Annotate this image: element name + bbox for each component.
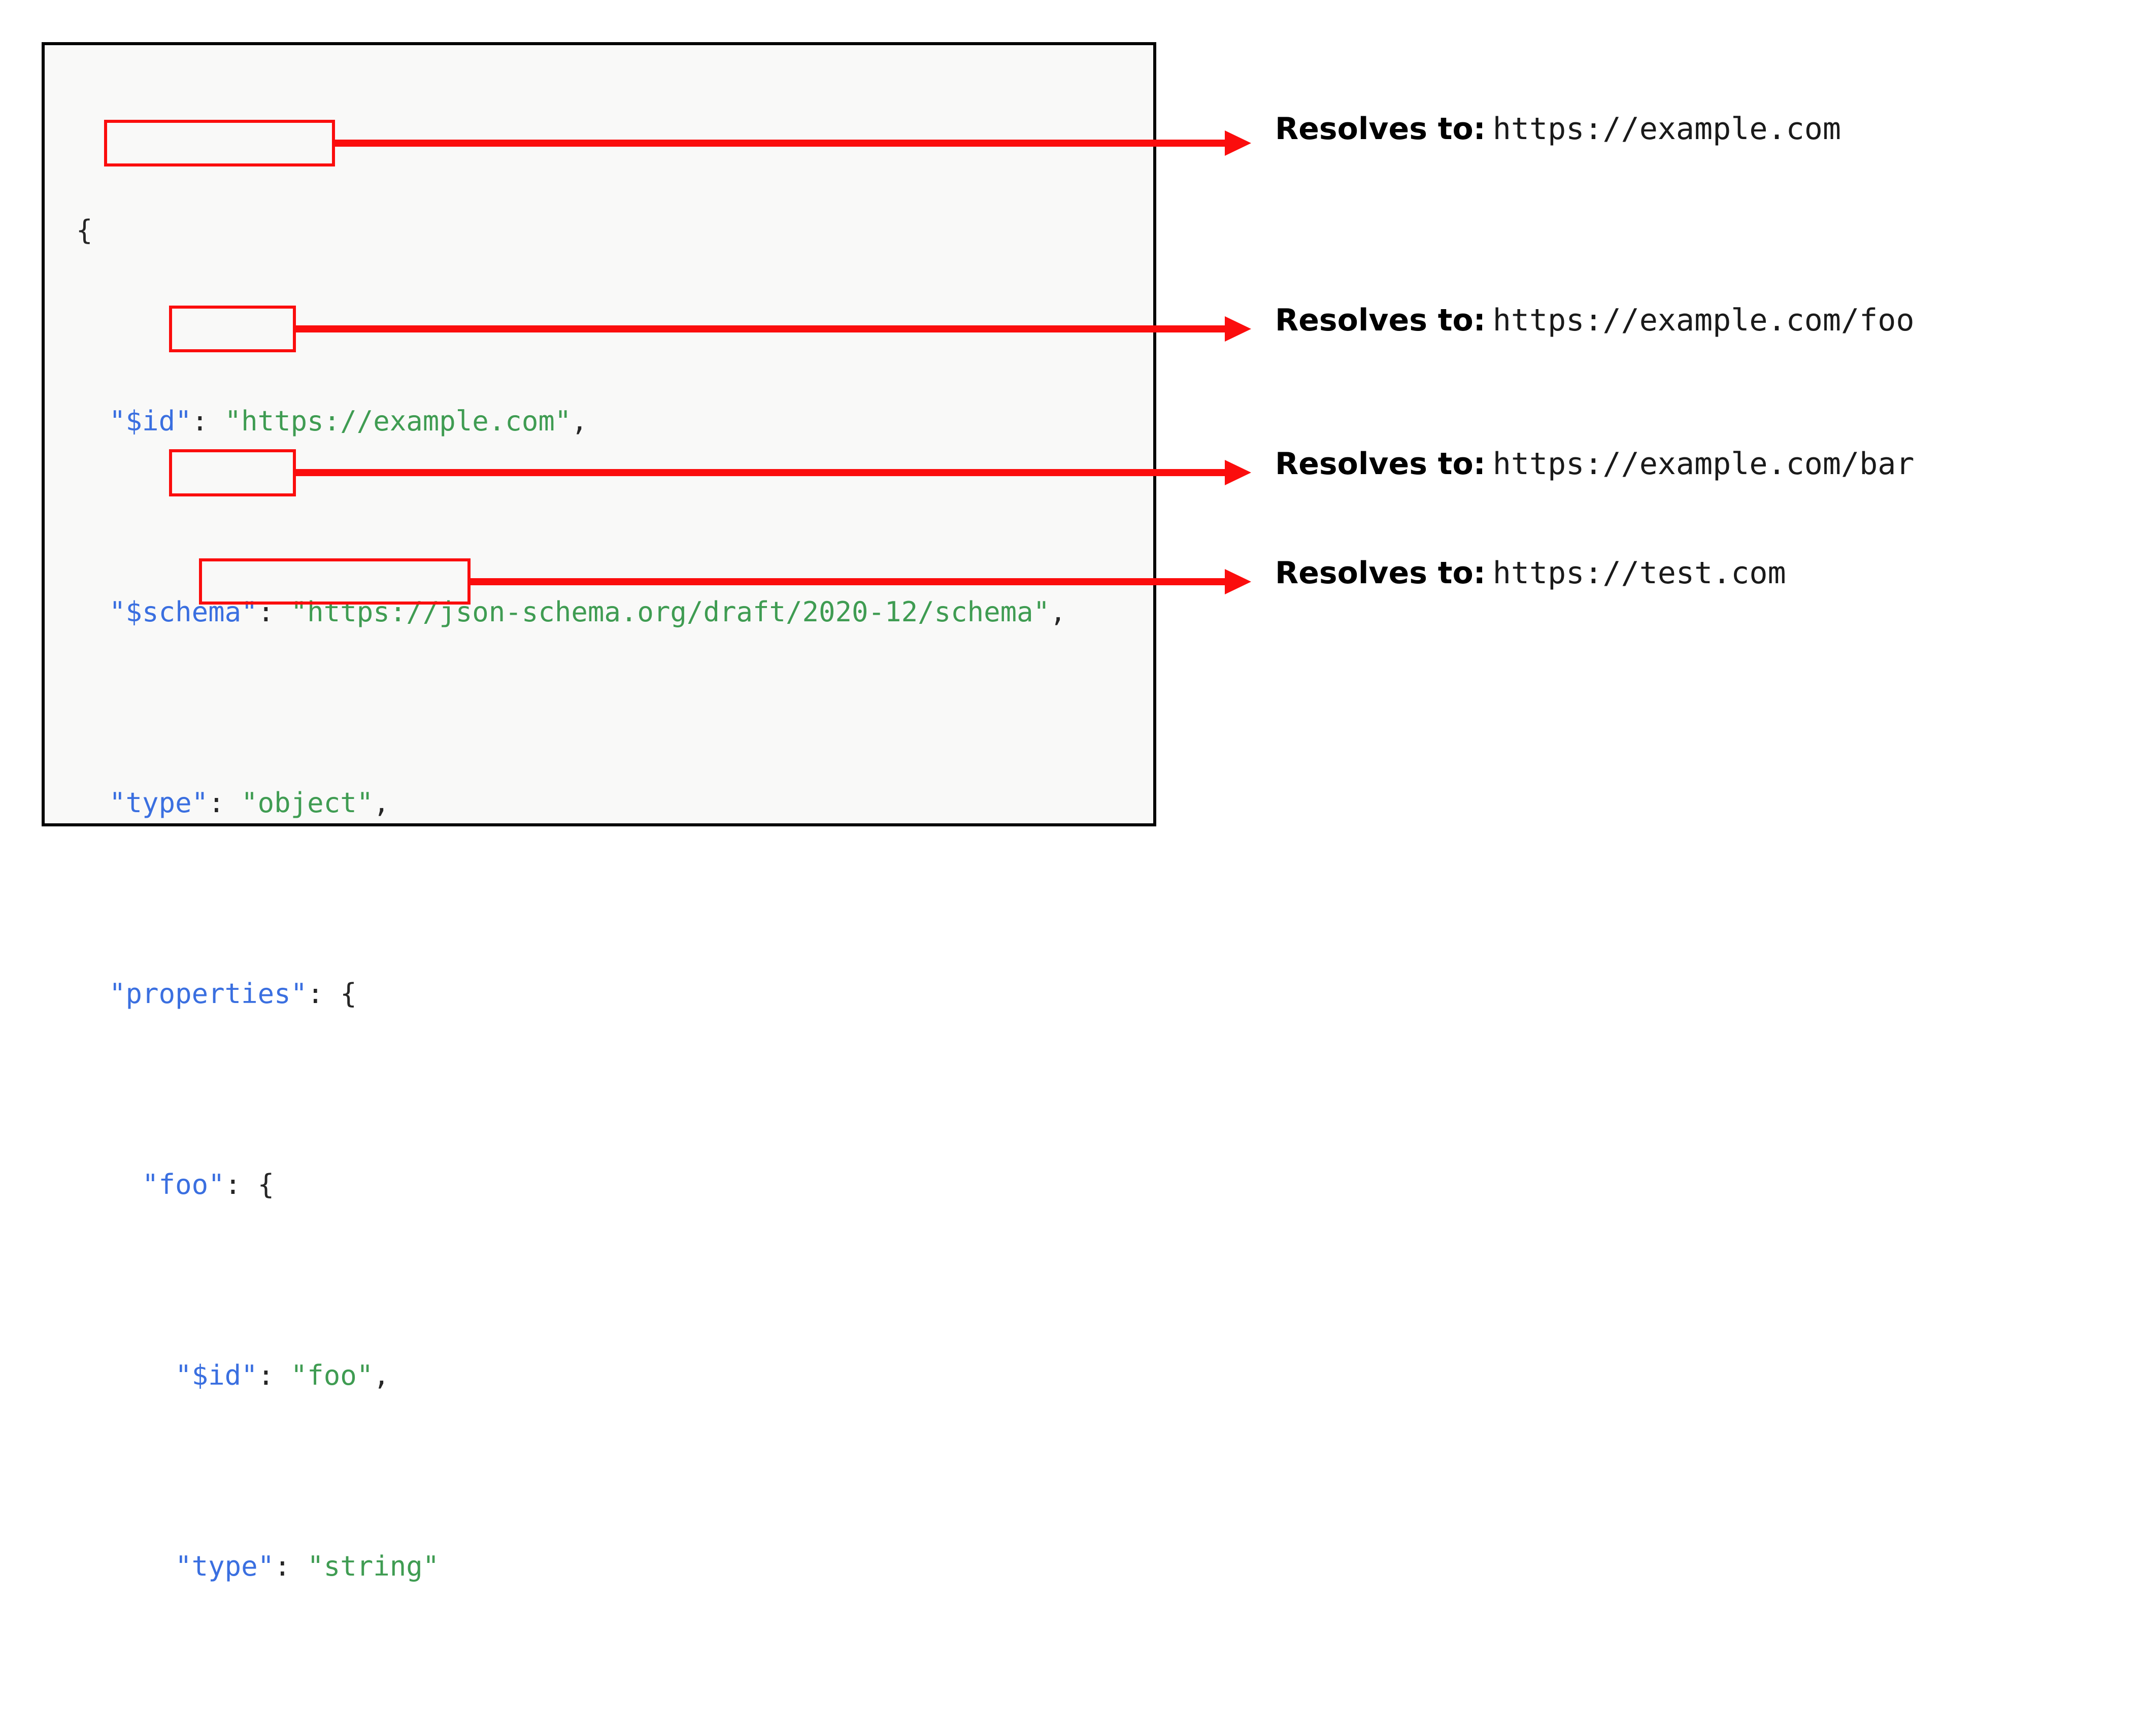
code-line: "$id": "foo", xyxy=(76,1352,1066,1399)
code-colon: : xyxy=(191,405,225,437)
code-line: "type": "string" xyxy=(76,1543,1066,1590)
arrow-shaft xyxy=(468,578,1225,585)
code-key: "$schema" xyxy=(109,596,258,628)
annotation-label: Resolves to: xyxy=(1275,555,1486,591)
code-key: "foo" xyxy=(142,1169,225,1200)
code-colon: : xyxy=(274,1550,308,1582)
code-string: "object" xyxy=(241,787,374,819)
code-listing: { "$id": "https://example.com", "$schema… xyxy=(76,63,1066,1736)
annotation-resolves-to-2: Resolves to:https://example.com/foo xyxy=(1275,305,1915,336)
code-colon: : xyxy=(257,596,291,628)
annotation-url: https://example.com xyxy=(1492,111,1841,147)
arrow-head-icon xyxy=(1225,316,1251,342)
code-key: "$id" xyxy=(175,1359,258,1391)
annotation-label: Resolves to: xyxy=(1275,303,1486,338)
code-key: "$id" xyxy=(109,405,192,437)
annotation-url: https://test.com xyxy=(1492,555,1786,591)
annotation-resolves-to-4: Resolves to:https://test.com xyxy=(1275,558,1786,588)
code-string: "https://example.com" xyxy=(224,405,572,437)
code-colon: : xyxy=(208,787,242,819)
code-line: "$id": "https://example.com", xyxy=(76,397,1066,445)
arrow-to-annotation-4 xyxy=(468,569,1251,594)
code-key: "type" xyxy=(109,787,209,819)
code-punct: { xyxy=(76,214,93,246)
code-line: "$schema": "https://json-schema.org/draf… xyxy=(76,588,1066,636)
code-key: "properties" xyxy=(109,978,308,1010)
annotation-url: https://example.com/bar xyxy=(1492,446,1915,482)
annotation-resolves-to-3: Resolves to:https://example.com/bar xyxy=(1275,449,1915,479)
code-key: "type" xyxy=(175,1550,275,1582)
arrow-to-annotation-2 xyxy=(293,316,1251,342)
code-line: "properties": { xyxy=(76,970,1066,1018)
arrow-head-icon xyxy=(1225,460,1251,485)
annotation-label: Resolves to: xyxy=(1275,446,1486,482)
code-line: { xyxy=(76,207,1066,254)
json-schema-code-block: { "$id": "https://example.com", "$schema… xyxy=(42,42,1156,1582)
arrow-head-icon xyxy=(1225,130,1251,156)
code-punct: { xyxy=(257,1169,275,1200)
code-colon: : xyxy=(257,1359,291,1391)
code-punct: , xyxy=(571,405,588,437)
code-line: "type": "object", xyxy=(76,779,1066,827)
arrow-to-annotation-3 xyxy=(293,460,1251,485)
code-string: "string" xyxy=(307,1550,440,1582)
code-string: "https://json-schema.org/draft/2020-12/s… xyxy=(290,596,1050,628)
arrow-shaft xyxy=(332,140,1225,147)
code-string: "foo" xyxy=(290,1359,374,1391)
code-punct: { xyxy=(340,978,357,1010)
annotation-resolves-to-1: Resolves to:https://example.com xyxy=(1275,114,1841,144)
code-colon: : xyxy=(224,1169,258,1200)
arrow-shaft xyxy=(293,469,1225,476)
arrow-shaft xyxy=(293,325,1225,332)
annotation-label: Resolves to: xyxy=(1275,111,1486,147)
arrow-to-annotation-1 xyxy=(332,130,1251,156)
code-colon: : xyxy=(307,978,341,1010)
code-punct: , xyxy=(1050,596,1066,628)
code-line: }, xyxy=(76,1733,1066,1736)
code-punct: , xyxy=(373,1359,390,1391)
code-punct: , xyxy=(373,787,390,819)
code-line: "foo": { xyxy=(76,1161,1066,1209)
arrow-head-icon xyxy=(1225,569,1251,594)
annotation-url: https://example.com/foo xyxy=(1492,303,1915,338)
